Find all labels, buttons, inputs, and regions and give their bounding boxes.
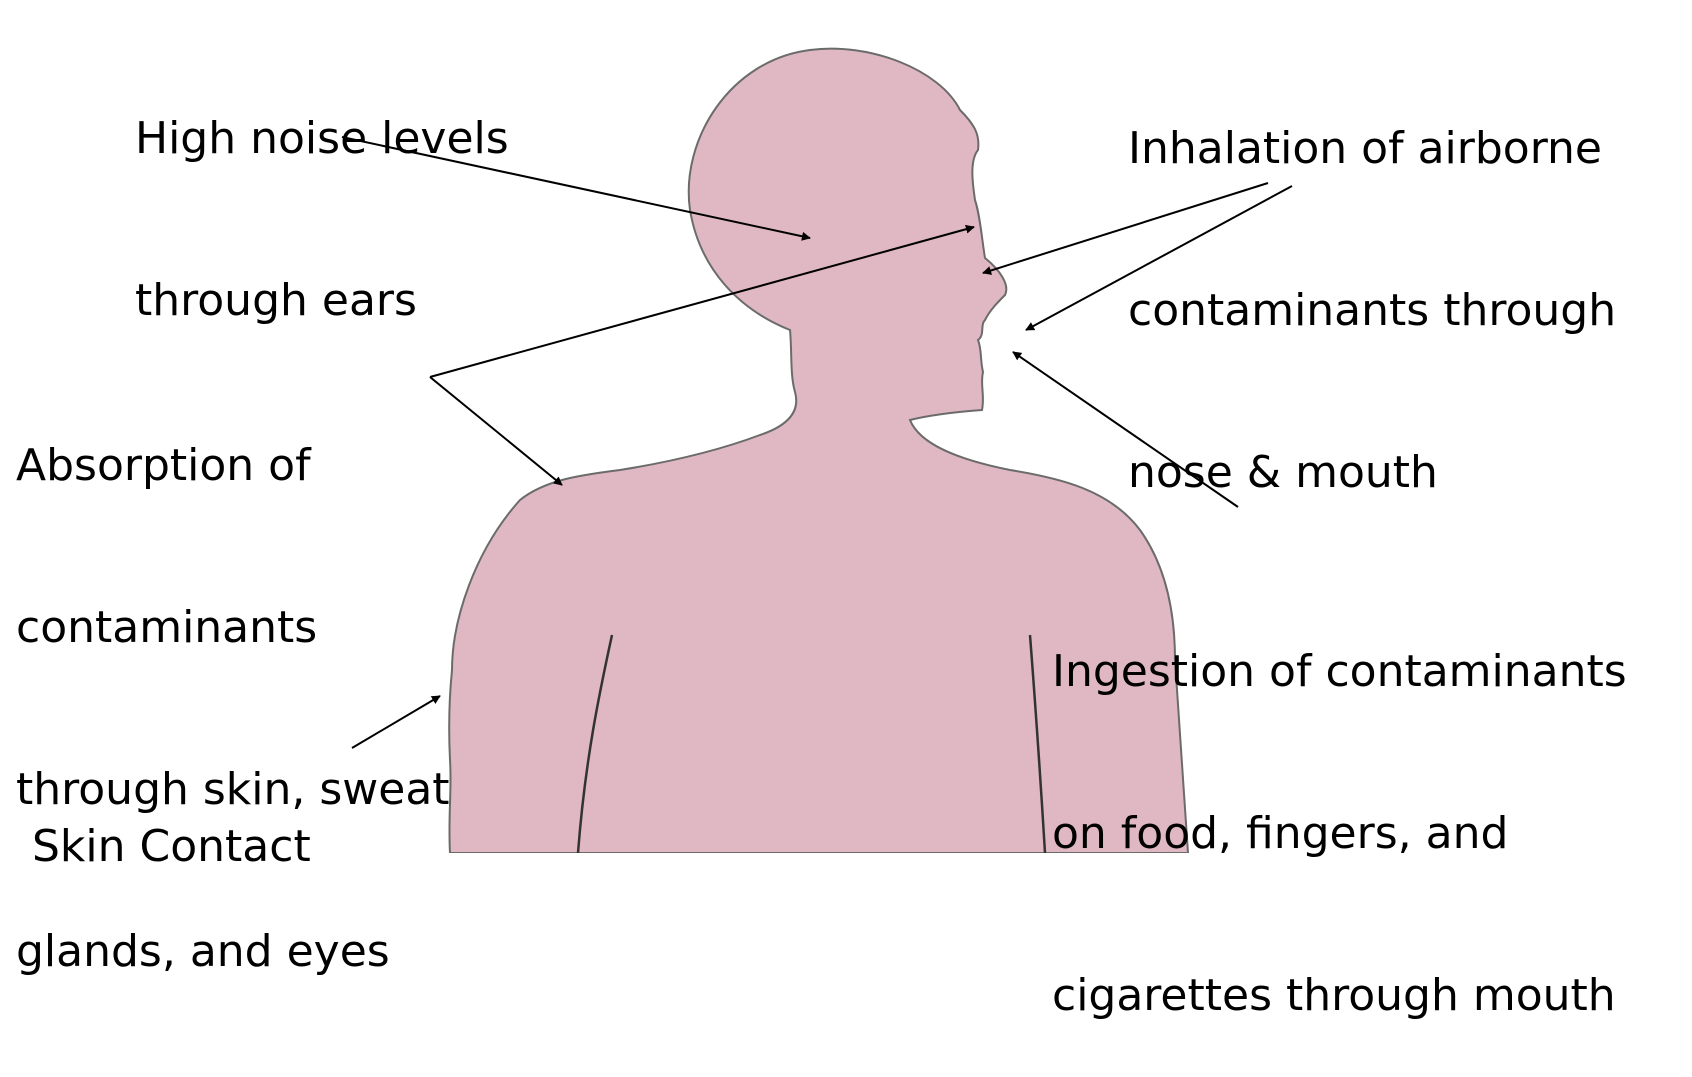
label-ingestion: Ingestion of contaminants on food, finge… [1052,537,1627,1077]
label-ingestion-line: cigarettes through mouth [1052,969,1627,1023]
label-absorption-line: contaminants [16,601,450,655]
label-noise-line: High noise levels [135,112,509,166]
label-absorption-line: glands, and eyes [16,925,450,979]
label-skin-contact: Skin Contact [32,712,311,928]
label-skin-contact-line: Skin Contact [32,820,311,874]
label-inhalation-line: contaminants through [1128,284,1616,338]
label-ingestion-line: Ingestion of contaminants [1052,645,1627,699]
label-noise-line: through ears [135,274,509,328]
label-noise: High noise levels through ears [135,4,509,382]
label-absorption-line: Absorption of [16,439,450,493]
label-inhalation: Inhalation of airborne contaminants thro… [1128,14,1616,554]
arrow-absorption-to-shoulder [430,377,562,485]
label-inhalation-line: nose & mouth [1128,446,1616,500]
label-inhalation-line: Inhalation of airborne [1128,122,1616,176]
